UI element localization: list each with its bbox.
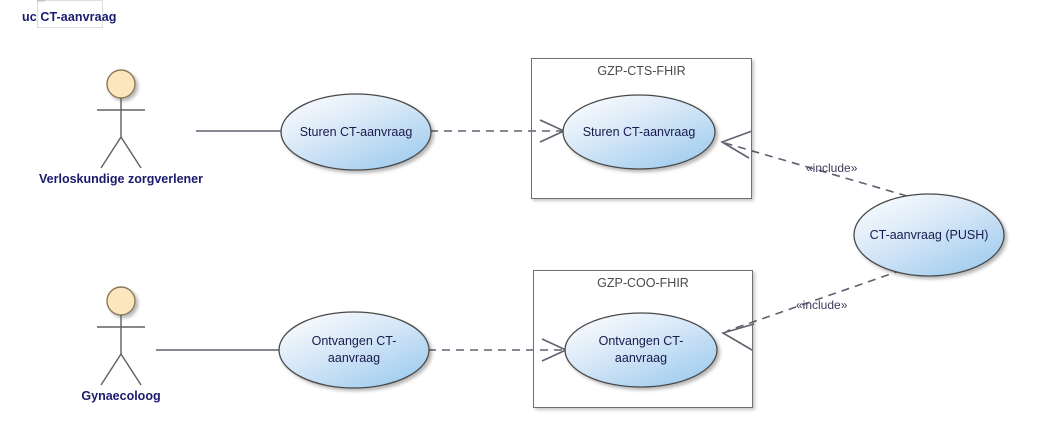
actor-gynaecoloog-label: Gynaecoloog [81, 389, 161, 403]
use-case-sturen-ct-aanvraag-package[interactable]: Sturen CT-aanvraag [562, 94, 716, 170]
actor-verloskundige-label: Verloskundige zorgverlener [39, 172, 203, 186]
ellipse-shape [280, 93, 432, 171]
actor-stick-figure-icon [97, 69, 145, 169]
package-gzp-coo-fhir[interactable]: GZP-COO-FHIR [533, 270, 753, 408]
use-case-ontvangen-ct-aanvraag-package[interactable]: Ontvangen CT- aanvraag [564, 312, 718, 388]
use-case-sturen-ct-aanvraag-left[interactable]: Sturen CT-aanvraag [280, 93, 432, 171]
use-case-ontvangen-ct-aanvraag-left[interactable]: Ontvangen CT- aanvraag [278, 311, 430, 389]
use-case-ct-aanvraag-push[interactable]: CT-aanvraag (PUSH) [853, 193, 1005, 277]
ellipse-shape [562, 94, 716, 170]
package-gzp-cts-fhir[interactable]: GZP-CTS-FHIR [531, 58, 752, 199]
ellipse-shape [564, 312, 718, 388]
actor-stick-figure-icon [97, 286, 145, 386]
frame-outline [37, 0, 103, 28]
ellipse-shape [278, 311, 430, 389]
package-gzp-coo-fhir-title: GZP-COO-FHIR [597, 276, 689, 290]
edge-label-include-lower: «include» [796, 298, 848, 312]
package-gzp-cts-fhir-title: GZP-CTS-FHIR [597, 64, 686, 78]
frame-title-tab [37, 0, 46, 2]
actor-verloskundige-zorgverlener[interactable]: Verloskundige zorgverlener [39, 68, 203, 188]
edge-label-include-upper: «include» [806, 161, 858, 175]
ellipse-shape [853, 193, 1005, 277]
diagram-title: uc CT-aanvraag [22, 10, 117, 24]
actor-gynaecoloog[interactable]: Gynaecoloog [76, 285, 166, 405]
diagram-frame [37, 0, 103, 28]
